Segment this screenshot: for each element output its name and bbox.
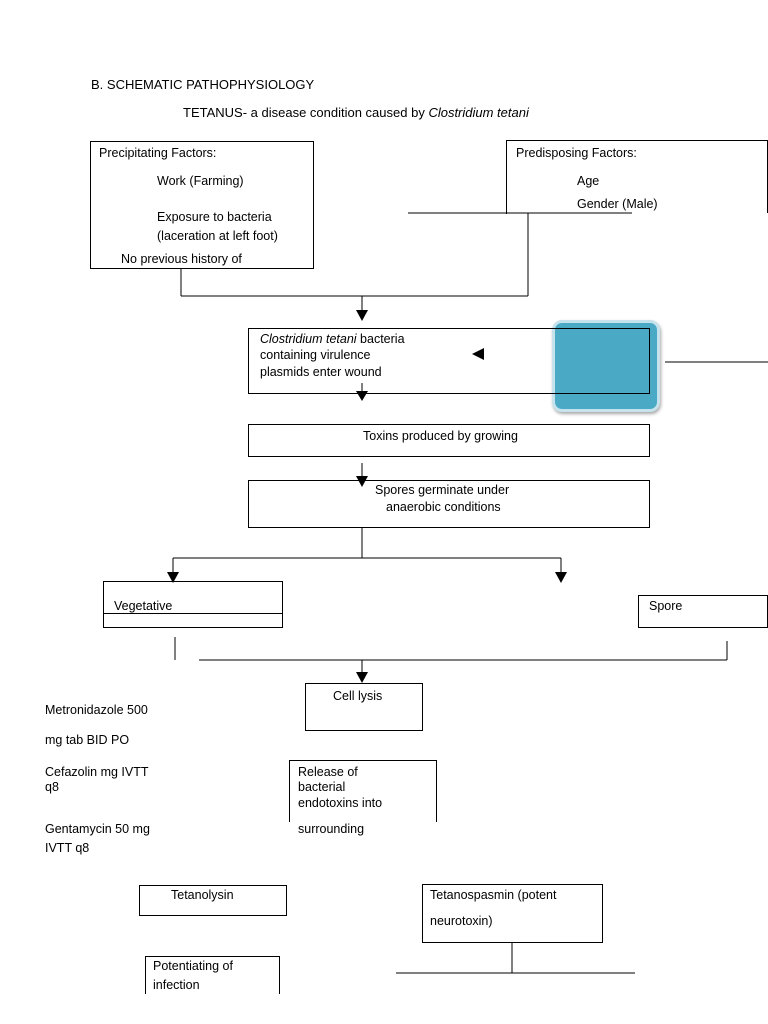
tetanospasmin-line-1: Tetanospasmin (potent — [430, 888, 557, 902]
bacteria-entry-box — [248, 328, 650, 394]
tetanolysin-box — [139, 885, 287, 916]
spores-germinate-box — [248, 480, 650, 528]
release-line-4: surrounding — [298, 822, 365, 836]
arrow-to-cell-lysis — [356, 672, 368, 683]
arrow-to-spores — [356, 476, 368, 487]
precipitating-factors-box — [90, 141, 314, 269]
title-prefix: TETANUS- a disease condition caused by — [183, 105, 429, 120]
med-metronidazole-1: Metronidazole 500 — [45, 703, 148, 717]
entry-line-2: containing virulence — [260, 348, 371, 362]
precipitating-item-history: No previous history of — [121, 252, 242, 266]
med-gentamycin-2: IVTT q8 — [45, 841, 90, 855]
predisposing-item-age: Age — [577, 174, 600, 188]
release-line-2: bacterial — [298, 780, 346, 794]
entry-organism: Clostridium tetani — [260, 332, 357, 346]
toxins-text: Toxins produced by growing — [363, 429, 518, 443]
vegetative-box-divider — [103, 613, 283, 614]
release-line-3: endotoxins into — [298, 796, 383, 810]
release-line-1: Release of — [298, 765, 358, 779]
cell-lysis-box — [305, 683, 423, 731]
cell-lysis-text: Cell lysis — [333, 689, 383, 703]
teal-rounded-square — [552, 320, 660, 412]
precipitating-item-work: Work (Farming) — [157, 174, 244, 188]
tetanospasmin-box — [422, 884, 603, 943]
spore-box — [638, 595, 768, 628]
arrow-entry-inner — [356, 391, 368, 401]
toxins-box — [248, 424, 650, 457]
precipitating-item-exposure-1: Exposure to bacteria — [157, 210, 272, 224]
predisposing-item-gender: Gender (Male) — [577, 197, 658, 211]
arrow-to-entry — [356, 310, 368, 321]
arrow-to-vegetative — [167, 572, 179, 583]
entry-line-1-rest: bacteria — [356, 332, 405, 346]
med-cefazolin-2: q8 — [45, 780, 59, 794]
diagram-title: TETANUS- a disease condition caused by C… — [183, 105, 529, 120]
potentiating-line-2: infection — [153, 978, 200, 992]
med-gentamycin-1: Gentamycin 50 mg — [45, 822, 150, 836]
section-heading: B. SCHEMATIC PATHOPHYSIOLOGY — [91, 77, 315, 92]
title-organism: Clostridium tetani — [428, 105, 529, 120]
spores-line-2: anaerobic conditions — [386, 500, 501, 514]
entry-line-1: Clostridium tetani bacteria — [260, 332, 405, 347]
precipitating-heading: Precipitating Factors: — [99, 146, 217, 160]
spores-line-1: Spores germinate under — [375, 483, 510, 497]
release-endotoxins-box — [289, 760, 437, 822]
vegetative-text: Vegetative — [114, 599, 173, 613]
entry-line-3: plasmids enter wound — [260, 365, 382, 379]
tetanospasmin-line-2: neurotoxin) — [430, 914, 493, 928]
predisposing-factors-box — [506, 140, 768, 214]
precipitating-item-exposure-2: (laceration at left foot) — [157, 229, 278, 243]
vegetative-box — [103, 581, 283, 628]
potentiating-box — [145, 956, 280, 994]
med-cefazolin-1: Cefazolin mg IVTT — [45, 765, 149, 779]
spore-text: Spore — [649, 599, 683, 613]
predisposing-heading: Predisposing Factors: — [516, 146, 637, 160]
tetanolysin-text: Tetanolysin — [171, 888, 234, 902]
arrow-left-in-entry — [472, 348, 484, 360]
potentiating-line-1: Potentiating of — [153, 959, 233, 973]
arrow-to-spore-branch — [555, 572, 567, 583]
med-metronidazole-2: mg tab BID PO — [45, 733, 130, 747]
